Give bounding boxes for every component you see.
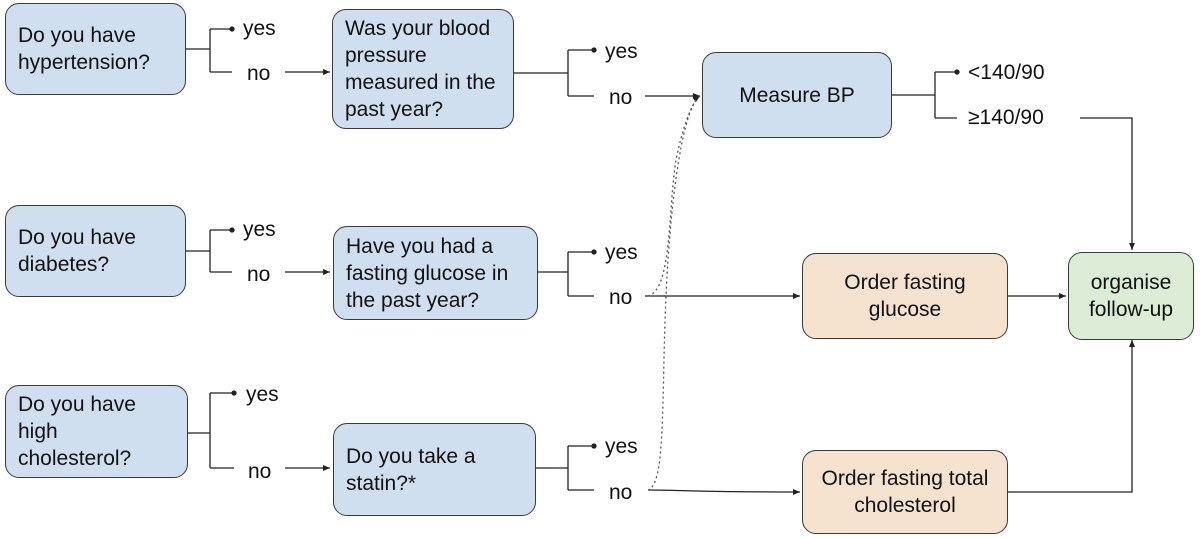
action-order-fasting-glucose: Order fasting glucose (802, 253, 1008, 339)
dotted-statin-to-bp (647, 95, 701, 491)
question-hypertension-text: Do you have hypertension? (18, 24, 150, 74)
label-yes-glucose: yes (605, 241, 638, 264)
label-bp-high: ≥140/90 (968, 106, 1044, 129)
bracket-cholesterol (188, 392, 234, 469)
bracket-diabetes (186, 229, 232, 273)
bracket-glucose (538, 251, 594, 297)
action-order-fasting-cholesterol-text: Order fasting total cholesterol (821, 467, 989, 517)
question-statin-text: Do you take a statin?* (346, 444, 476, 495)
question-bp-measured-text: Was your blood pressure measured in the … (345, 17, 496, 121)
bracket-statin (536, 445, 594, 491)
question-bp-measured: Was your blood pressure measured in the … (332, 9, 514, 129)
bracket-bp-measured (514, 49, 594, 97)
label-bp-low: <140/90 (968, 61, 1045, 84)
label-yes-statin: yes (605, 435, 638, 458)
label-no-bp-measured: no (609, 86, 633, 109)
label-no-glucose: no (609, 286, 633, 309)
question-glucose: Have you had a fasting glucose in the pa… (333, 226, 538, 320)
action-order-fasting-cholesterol: Order fasting total cholesterol (802, 450, 1008, 534)
question-cholesterol-text: Do you have high cholesterol? (18, 393, 136, 470)
label-no-statin: no (609, 481, 633, 504)
label-no-diabetes: no (247, 263, 271, 286)
action-measure-bp: Measure BP (702, 52, 892, 138)
question-glucose-text: Have you had a fasting glucose in the pa… (346, 234, 509, 312)
question-hypertension: Do you have hypertension? (5, 3, 186, 95)
question-diabetes-text: Do you have diabetes? (18, 226, 136, 276)
action-measure-bp-text: Measure BP (739, 83, 855, 107)
arrow-bp-high (1080, 117, 1135, 250)
label-yes-cholesterol: yes (246, 383, 279, 406)
label-yes-bp-measured: yes (605, 40, 638, 63)
outcome-organise-follow-up-text: organise follow-up (1088, 271, 1174, 321)
action-order-fasting-glucose-text: Order fasting glucose (844, 271, 966, 321)
label-no-hypertension: no (247, 62, 271, 85)
question-cholesterol: Do you have high cholesterol? (5, 385, 188, 478)
bracket-measure-bp (892, 71, 957, 119)
question-diabetes: Do you have diabetes? (5, 205, 186, 297)
bracket-hypertension (186, 28, 232, 73)
question-statin: Do you take a statin?* (333, 423, 536, 516)
label-yes-hypertension: yes (243, 17, 276, 40)
outcome-organise-follow-up: organise follow-up (1068, 252, 1194, 340)
label-yes-diabetes: yes (243, 218, 276, 241)
arrow-statin-no (647, 488, 801, 495)
label-no-cholesterol: no (248, 460, 272, 483)
arrow-order-cholesterol (1008, 340, 1135, 493)
dotted-glucose-to-bp (647, 95, 701, 297)
